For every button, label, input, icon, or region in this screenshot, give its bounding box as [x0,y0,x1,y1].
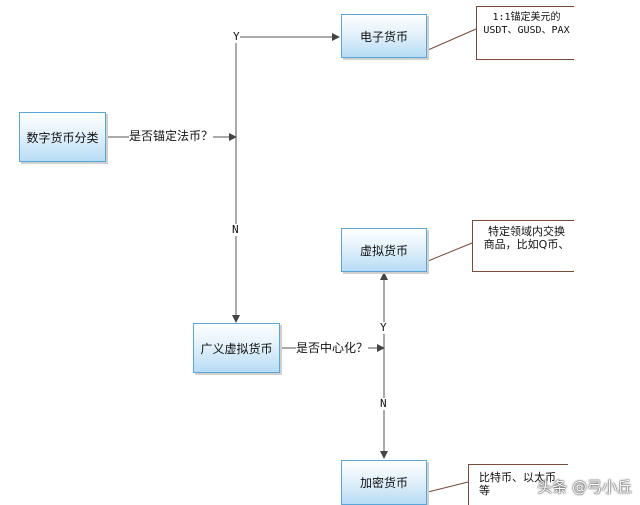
node-electronic-money: 电子货币 [341,14,427,58]
note-crypto: 比特币、以太币等 [468,464,568,505]
note-electronic: 1:1锚定美元的USDT、GUSD、PAX [476,6,574,60]
note-connector-virtual [427,242,473,262]
edge-label-pegged-question: 是否锚定法币？ [129,129,214,143]
watermark: 头条 @弓小丘 [537,478,632,496]
note-connector-crypto [427,481,469,493]
edge-label-yes-1: Y [233,30,240,43]
node-virtual-money: 虚拟货币 [341,228,427,272]
edge-label-yes-2: Y [380,321,387,334]
note-electronic-text: 1:1锚定美元的USDT、GUSD、PAX [483,12,570,36]
node-digital-currency: 数字货币分类 [19,112,106,162]
note-crypto-text: 比特币、以太币等 [479,471,556,497]
note-connector-electronic [427,28,477,51]
edge-label-centralized-question: 是否中心化？ [296,341,369,355]
note-virtual-text: 特定领域内交换商品，比如Q币、 [483,225,570,251]
node-crypto-currency: 加密货币 [341,460,427,505]
edge-label-no-1: N [232,223,239,236]
edge-label-no-2: N [380,397,387,410]
note-virtual: 特定领域内交换商品，比如Q币、 [472,220,574,272]
node-broad-virtual-money: 广义虚拟货币 [193,323,280,373]
